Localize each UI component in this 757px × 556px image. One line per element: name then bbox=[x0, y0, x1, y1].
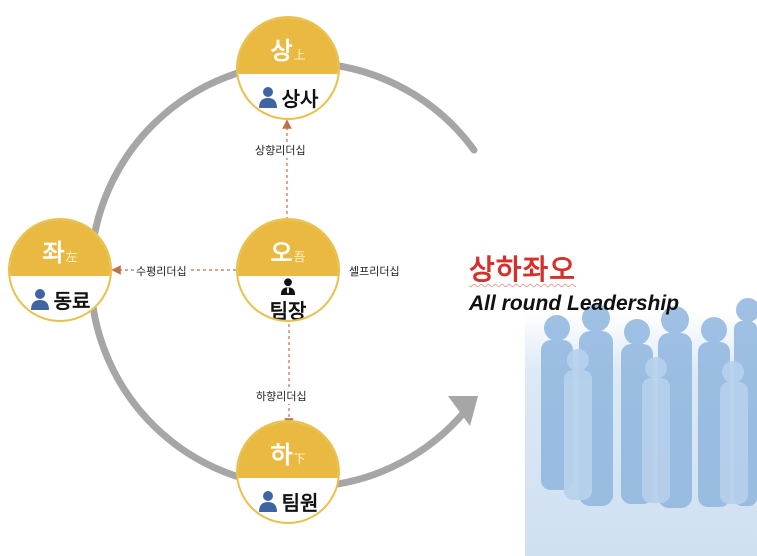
upward-leadership-label: 상향리더십 bbox=[253, 142, 308, 158]
node-team-leader-hanja: 吾 bbox=[293, 250, 306, 264]
person-icon bbox=[258, 87, 277, 108]
diagram-subtitle: All round Leadership bbox=[469, 292, 680, 315]
node-team-member-head: 하 bbox=[270, 441, 293, 469]
node-boss-head: 상 bbox=[270, 37, 293, 65]
downward-leadership-label: 하향리더십 bbox=[254, 388, 309, 404]
node-team-leader-head: 오 bbox=[270, 239, 293, 267]
person-icon bbox=[30, 289, 49, 310]
title-block: 상하좌오 All round Leadership bbox=[469, 248, 679, 316]
diagram-title: 상하좌오 bbox=[469, 253, 577, 286]
node-team-member-hanja: 下 bbox=[293, 452, 306, 466]
person-icon bbox=[258, 491, 277, 512]
crowd-silhouette bbox=[525, 298, 757, 556]
node-colleague-hanja: 左 bbox=[65, 250, 78, 264]
node-team-leader: 오吾 팀장 bbox=[236, 218, 340, 322]
node-boss: 상上 상사 bbox=[236, 16, 340, 120]
self-leadership-label: 셀프리더십 bbox=[347, 263, 402, 279]
node-team-member-label: 팀원 bbox=[281, 490, 319, 515]
node-colleague-head: 좌 bbox=[42, 239, 65, 267]
node-team-member: 하下 팀원 bbox=[236, 420, 340, 524]
node-team-leader-label: 팀장 bbox=[269, 299, 307, 322]
node-colleague-label: 동료 bbox=[53, 288, 91, 313]
node-boss-hanja: 上 bbox=[293, 48, 306, 62]
node-colleague: 좌左 동료 bbox=[8, 218, 112, 322]
leader-person-icon bbox=[280, 278, 296, 295]
node-boss-label: 상사 bbox=[281, 86, 319, 111]
horizontal-leadership-label: 수평리더십 bbox=[134, 263, 189, 279]
